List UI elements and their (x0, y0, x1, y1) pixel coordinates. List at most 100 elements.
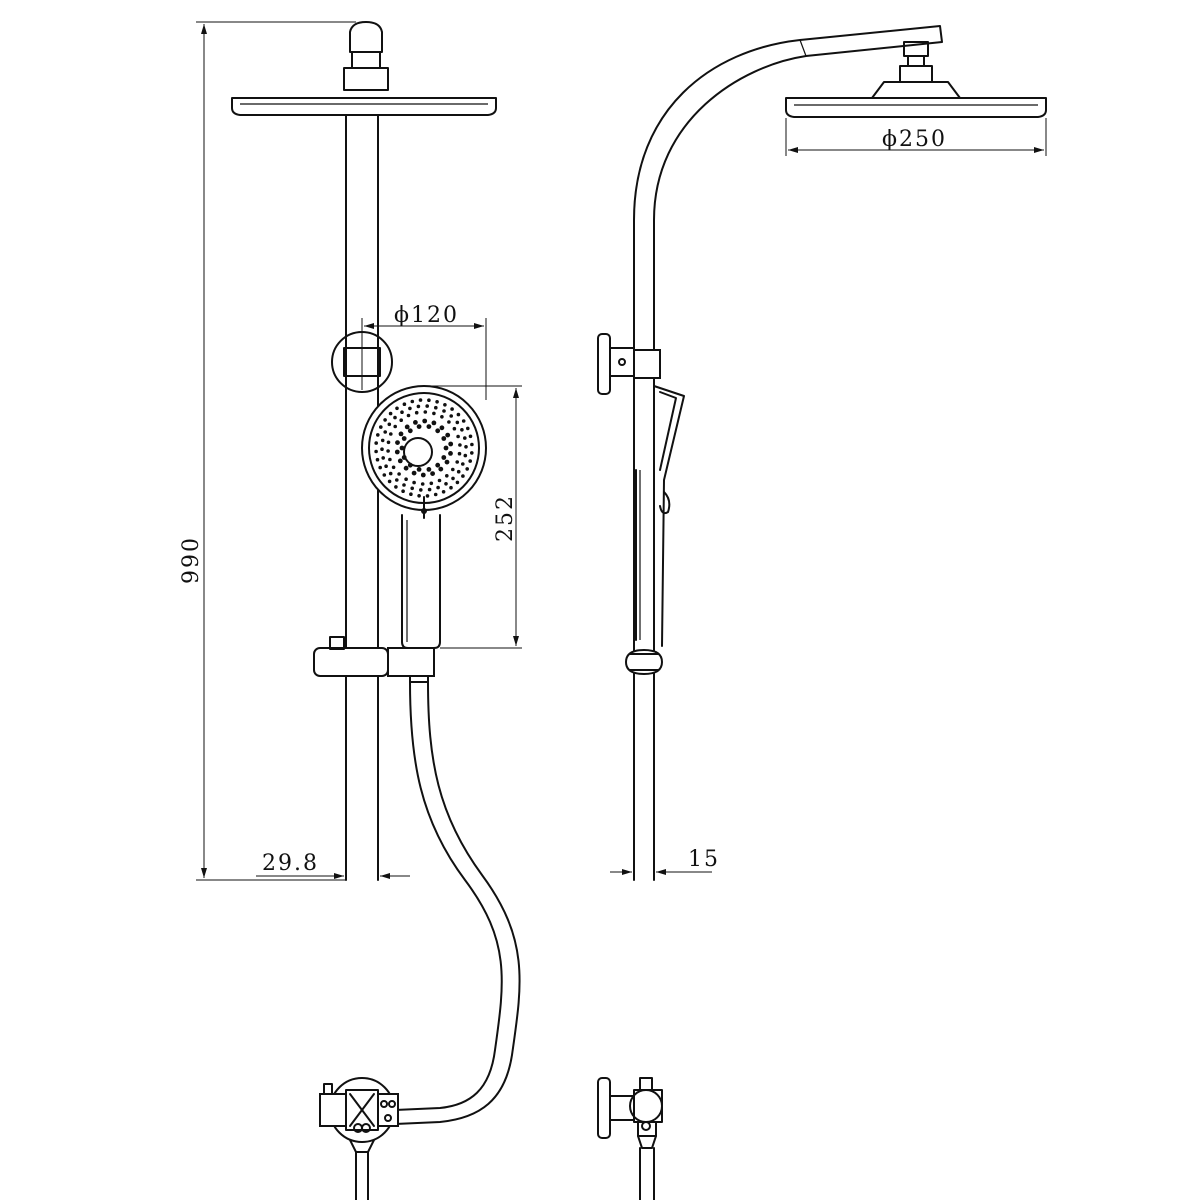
nozzle-dot (431, 420, 437, 426)
nozzle-dot (382, 473, 387, 477)
nozzle-dot (423, 410, 428, 414)
nozzle-dot (461, 419, 466, 423)
side-hand-shower (635, 385, 685, 647)
nozzle-dot (432, 411, 436, 416)
dimension-rail-diameter: 29.8 (256, 851, 410, 879)
nozzle-dot (452, 426, 457, 431)
dimension-label-rail-diameter: 29.8 (262, 851, 319, 876)
nozzle-dot (470, 442, 474, 447)
nozzle-dot (389, 432, 393, 436)
nozzle-dot (414, 410, 419, 415)
nozzle-dot (448, 451, 453, 456)
nozzle-dot (398, 431, 404, 437)
nozzle-dot (461, 474, 465, 478)
nozzle-dot (416, 404, 421, 409)
dimension-label-head-diameter: ϕ250 (882, 127, 947, 152)
nozzle-dot (388, 457, 392, 462)
nozzle-dot (449, 414, 454, 418)
front-slider (313, 636, 435, 685)
nozzle-dot (387, 479, 392, 484)
nozzle-dot (410, 486, 415, 491)
nozzle-dot (386, 449, 390, 453)
front-top-connector (343, 21, 389, 91)
nozzle-dot (455, 460, 460, 464)
nozzle-dot (427, 398, 431, 403)
nozzle-dot (460, 428, 464, 432)
nozzle-dot (430, 471, 435, 476)
front-rain-head (231, 97, 497, 116)
nozzle-dot (383, 430, 388, 434)
nozzle-dot (448, 441, 454, 447)
front-hand-shower (361, 385, 487, 649)
dimension-label-handset-diameter: ϕ120 (394, 303, 459, 328)
nozzle-dot (401, 455, 407, 460)
dimension-head-diameter: ϕ250 (785, 118, 1047, 156)
nozzle-dot (399, 445, 405, 451)
nozzle-dot (455, 480, 460, 485)
nozzle-dot (422, 418, 428, 424)
nozzle-dot (440, 415, 444, 419)
nozzle-dot (406, 413, 411, 418)
nozzle-dot (374, 449, 378, 454)
nozzle-dot (445, 474, 449, 478)
nozzle-dot (456, 412, 461, 417)
nozzle-dot (395, 440, 400, 445)
nozzle-dot (416, 424, 422, 429)
nozzle-dot (380, 447, 384, 452)
nozzle-dot (420, 482, 425, 486)
nozzle-dot (449, 485, 453, 490)
nozzle-dot (388, 411, 393, 416)
side-upper-bracket (597, 333, 661, 395)
nozzle-dot (402, 402, 407, 407)
nozzle-dot (457, 451, 462, 456)
nozzle-dot (375, 457, 380, 462)
dimension-label-handset-length: 252 (493, 494, 518, 542)
nozzle-dot (384, 464, 388, 469)
nozzle-dot (402, 483, 406, 487)
nozzle-dot (394, 449, 400, 455)
nozzle-dot (426, 467, 432, 472)
nozzle-dot (451, 476, 455, 481)
nozzle-dot (443, 403, 447, 407)
nozzle-dot (468, 459, 473, 463)
nozzle-dot (409, 492, 413, 497)
nozzle-dot (441, 490, 446, 494)
nozzle-dot (393, 415, 397, 420)
nozzle-dot (418, 398, 423, 402)
front-slide-rail (345, 114, 379, 881)
nozzle-dot (466, 426, 470, 431)
nozzle-dot (451, 467, 455, 472)
side-rain-head (785, 97, 1047, 118)
nozzle-dot (450, 407, 454, 411)
dimension-side-tube: 15 (610, 847, 718, 875)
nozzle-dot (447, 420, 451, 424)
nozzle-dot (401, 436, 407, 441)
nozzle-dot (444, 459, 450, 465)
nozzle-dot (442, 409, 446, 413)
nozzle-dot (456, 434, 460, 439)
front-view: 990 ϕ120 252 29.8 (179, 21, 522, 1200)
front-hose (394, 681, 521, 1125)
nozzle-dot (381, 456, 386, 460)
nozzle-dot (374, 441, 379, 445)
nozzle-dot (416, 467, 422, 472)
nozzle-dot (439, 425, 445, 431)
nozzle-dot (464, 445, 468, 449)
nozzle-dot (387, 422, 392, 427)
nozzle-dot (401, 489, 405, 494)
nozzle-dot (404, 477, 408, 482)
dimension-label-total-height: 990 (179, 536, 204, 584)
nozzle-dot (461, 462, 465, 466)
nozzle-dot (425, 494, 430, 498)
nozzle-dot (458, 443, 462, 447)
nozzle-dot (445, 432, 451, 438)
nozzle-dot (399, 418, 404, 423)
nozzle-dot (429, 481, 434, 486)
nozzle-dot (391, 465, 396, 470)
nozzle-dot (435, 400, 439, 404)
dimension-total-height: 990 (179, 21, 356, 881)
nozzle-dot (413, 420, 418, 425)
nozzle-dot (417, 494, 421, 498)
nozzle-dot (427, 487, 432, 492)
